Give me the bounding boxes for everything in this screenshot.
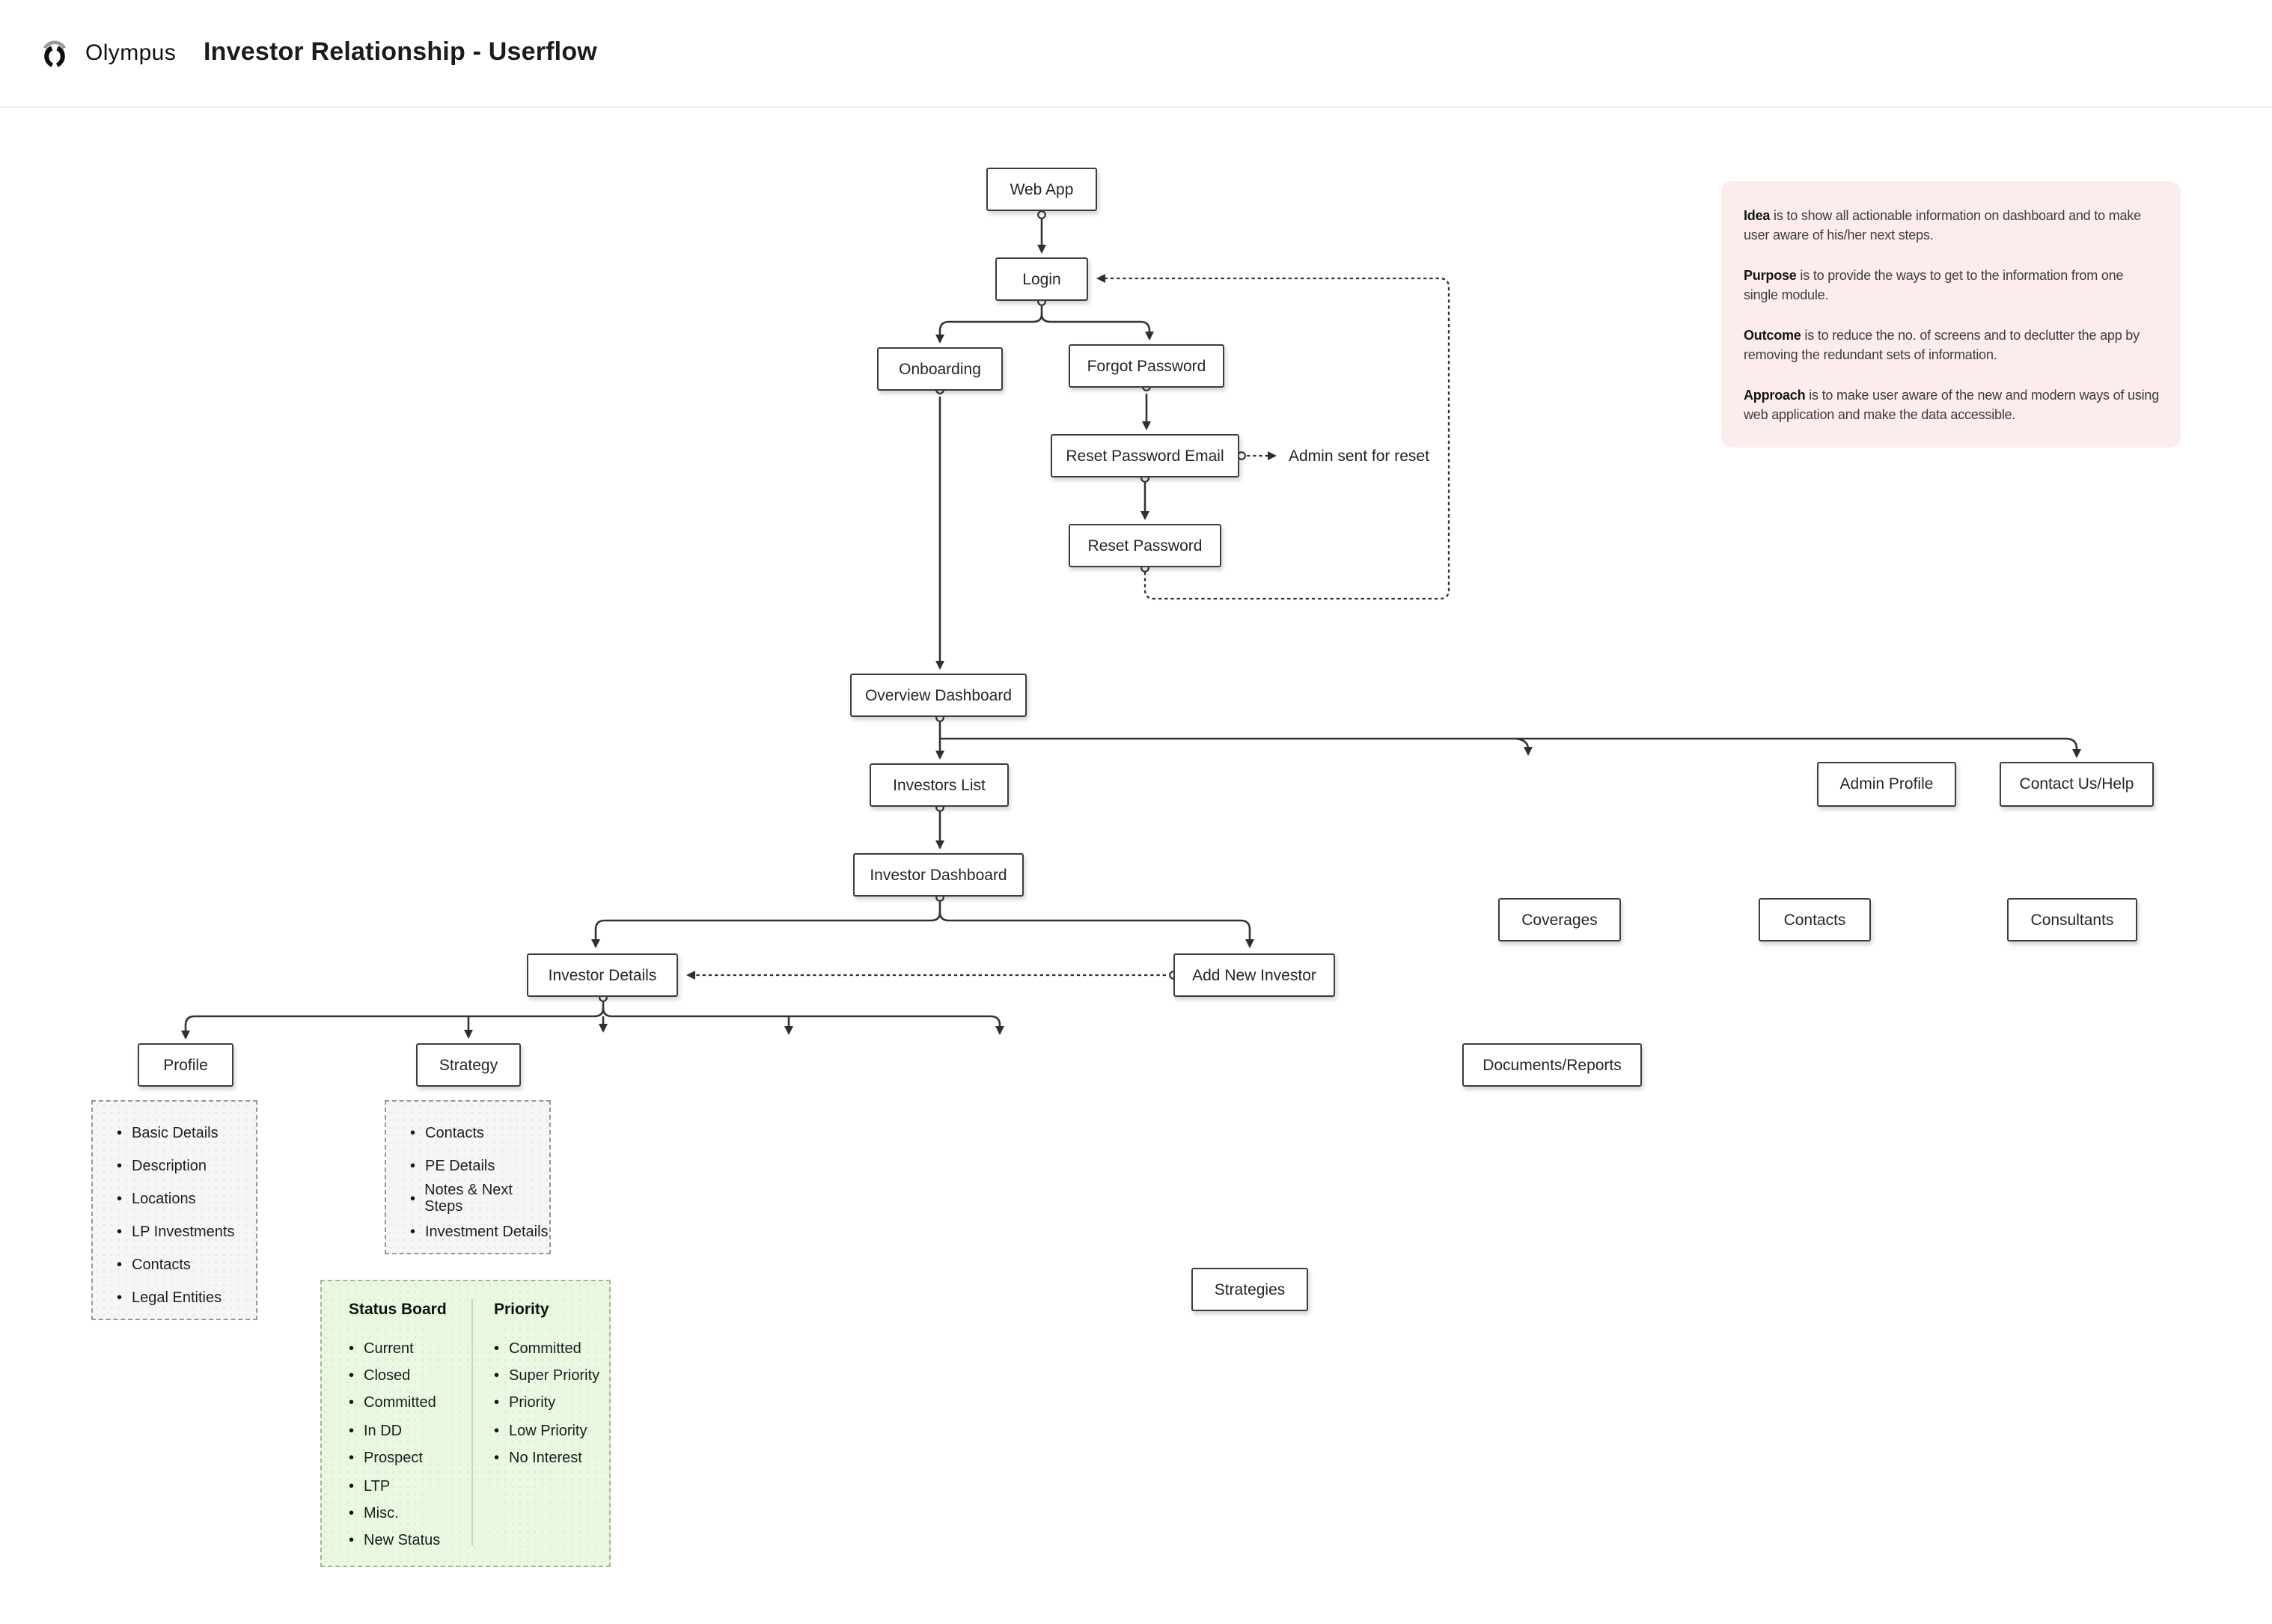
list-item: •Contacts <box>117 1257 191 1273</box>
bullet-icon: • <box>410 1158 416 1174</box>
bullet-icon: • <box>349 1533 355 1550</box>
bullet-icon: • <box>349 1450 355 1468</box>
status-priority-panel[interactable]: Status Board •Current •Closed •Committed… <box>320 1280 611 1567</box>
list-item: •PE Details <box>410 1158 495 1174</box>
bullet-icon: • <box>349 1368 355 1385</box>
list-item: •LP Investments <box>117 1224 235 1240</box>
node-investor-dashboard[interactable]: Investor Dashboard <box>853 853 1024 897</box>
list-item: •Contacts <box>410 1125 484 1141</box>
status-board-title: Status Board <box>349 1301 447 1319</box>
edge-investordetails-drop-right <box>602 1007 1004 1035</box>
profile-detail-list[interactable]: •Basic Details •Description •Locations •… <box>91 1100 257 1320</box>
bullet-icon: • <box>494 1368 500 1385</box>
bullet-icon: • <box>349 1478 355 1495</box>
olympus-logo-icon <box>43 40 67 67</box>
node-forgot-password[interactable]: Forgot Password <box>1069 344 1224 388</box>
list-item: •Current <box>349 1340 414 1358</box>
bullet-icon: • <box>494 1450 500 1468</box>
node-contact-us-help[interactable]: Contact Us/Help <box>2000 762 2154 807</box>
list-item: •Notes & Next Steps <box>410 1182 513 1215</box>
edge-investordashboard-investordetails <box>591 912 941 948</box>
bullet-icon: • <box>410 1224 416 1240</box>
list-item: •Super Priority <box>494 1368 600 1385</box>
node-web-app[interactable]: Web App <box>986 168 1097 211</box>
note-paragraph-outcome: Outcome is to reduce the no. of screens … <box>1744 328 2140 363</box>
bullet-icon: • <box>349 1340 355 1358</box>
port-webapp-bottom <box>1037 210 1046 219</box>
edge-investordetails-profile <box>181 1007 605 1040</box>
list-item: •New Status <box>349 1533 441 1550</box>
bullet-icon: • <box>117 1191 123 1207</box>
node-investors-list[interactable]: Investors List <box>870 763 1009 807</box>
node-overview-dashboard[interactable]: Overview Dashboard <box>850 674 1027 717</box>
bullet-icon: • <box>410 1125 416 1141</box>
node-add-new-investor[interactable]: Add New Investor <box>1173 953 1335 997</box>
node-documents-reports[interactable]: Documents/Reports <box>1462 1043 1642 1087</box>
profile-detail-items: •Basic Details •Description •Locations •… <box>93 1117 256 1314</box>
column-divider <box>471 1299 473 1546</box>
bullet-icon: • <box>349 1506 355 1523</box>
list-item: •Description <box>117 1158 207 1174</box>
node-strategy[interactable]: Strategy <box>416 1043 521 1087</box>
bullet-icon: • <box>117 1289 123 1306</box>
bullet-icon: • <box>117 1224 123 1240</box>
bullet-icon: • <box>410 1191 416 1207</box>
node-onboarding[interactable]: Onboarding <box>877 347 1003 391</box>
list-item: •Basic Details <box>117 1125 219 1141</box>
note-paragraph-purpose: Purpose is to provide the ways to get to… <box>1744 268 2124 303</box>
admin-sent-for-reset-label: Admin sent for reset <box>1289 447 1429 465</box>
node-consultants[interactable]: Consultants <box>2007 898 2137 941</box>
strategy-detail-items: •Contacts •PE Details •Notes & Next Step… <box>386 1117 549 1248</box>
list-item: •LTP <box>349 1478 391 1495</box>
list-item: •Committed <box>494 1340 581 1358</box>
page-title: Investor Relationship - Userflow <box>204 37 597 66</box>
list-item: •Closed <box>349 1368 411 1385</box>
list-item: •Investment Details <box>410 1224 549 1240</box>
bullet-icon: • <box>494 1423 500 1440</box>
priority-title: Priority <box>494 1301 549 1319</box>
node-strategies[interactable]: Strategies <box>1191 1268 1308 1311</box>
edge-login-forgotpassword <box>1040 314 1154 341</box>
note-paragraph-idea: Idea is to show all actionable informati… <box>1744 208 2141 243</box>
edge-overview-hook <box>1515 737 1533 756</box>
bullet-icon: • <box>349 1395 355 1412</box>
brand-name: Olympus <box>85 40 177 66</box>
node-contacts[interactable]: Contacts <box>1759 898 1871 941</box>
node-coverages[interactable]: Coverages <box>1498 898 1621 941</box>
node-reset-password-email[interactable]: Reset Password Email <box>1051 434 1239 477</box>
edge-overview-contactus <box>940 737 2081 758</box>
list-item: •Low Priority <box>494 1423 587 1440</box>
list-item: •Prospect <box>349 1450 423 1468</box>
list-item: •Priority <box>494 1395 556 1412</box>
node-reset-password[interactable]: Reset Password <box>1069 524 1221 567</box>
app-header: Olympus Investor Relationship - Userflow <box>0 0 2272 108</box>
node-login[interactable]: Login <box>995 257 1088 301</box>
list-item: •Committed <box>349 1395 436 1412</box>
edge-investordashboard-addnewinvestor <box>938 912 1254 948</box>
list-item: •Locations <box>117 1191 196 1207</box>
list-item: •Misc. <box>349 1506 399 1523</box>
bullet-icon: • <box>117 1158 123 1174</box>
node-investor-details[interactable]: Investor Details <box>527 953 678 997</box>
edge-login-onboarding <box>935 314 1043 344</box>
list-item: •In DD <box>349 1423 403 1440</box>
bullet-icon: • <box>494 1340 500 1358</box>
bullet-icon: • <box>349 1423 355 1440</box>
node-admin-profile[interactable]: Admin Profile <box>1817 762 1956 807</box>
node-profile[interactable]: Profile <box>138 1043 233 1087</box>
list-item: •Legal Entities <box>117 1289 222 1306</box>
strategy-detail-list[interactable]: •Contacts •PE Details •Notes & Next Step… <box>385 1100 551 1254</box>
bullet-icon: • <box>117 1125 123 1141</box>
bullet-icon: • <box>117 1257 123 1273</box>
list-item: •No Interest <box>494 1450 582 1468</box>
note-paragraph-approach: Approach is to make user aware of the ne… <box>1744 388 2160 423</box>
idea-note[interactable]: Idea is to show all actionable informati… <box>1721 181 2181 448</box>
bullet-icon: • <box>494 1395 500 1412</box>
